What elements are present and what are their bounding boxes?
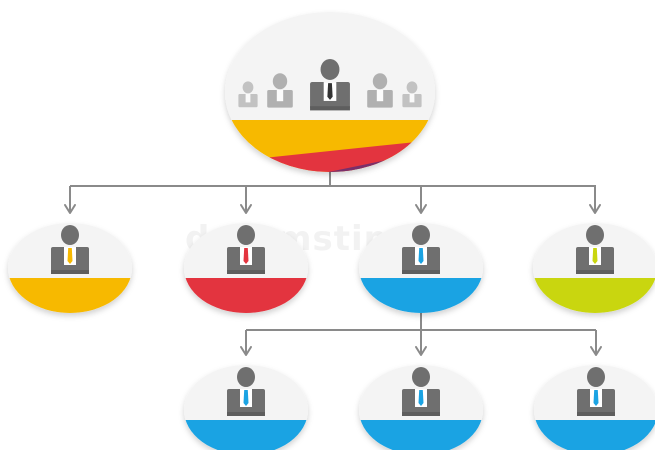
person-icon — [402, 225, 440, 274]
person-icon — [227, 367, 265, 416]
level2-node-1 — [184, 365, 308, 450]
node-color-band — [184, 278, 308, 313]
level2-arrow-icon-1 — [240, 346, 252, 356]
level1-arrow-icon-3 — [415, 204, 427, 214]
level1-node-2 — [184, 223, 308, 313]
level1-arrow-icon-1 — [64, 204, 76, 214]
person-icon — [310, 58, 350, 111]
level1-node-4 — [533, 223, 655, 313]
node-color-band — [533, 278, 655, 313]
level1-arrow-icon-2 — [240, 204, 252, 214]
connector-lines — [64, 168, 602, 356]
level1-node-3 — [359, 223, 483, 313]
level1-arrow-icon-4 — [589, 204, 601, 214]
node-color-band — [8, 278, 132, 313]
node-color-band — [534, 420, 655, 450]
level1-node-1 — [8, 223, 132, 313]
person-icon — [227, 225, 265, 274]
person-icon — [402, 367, 440, 416]
node-color-band — [184, 420, 308, 450]
level2-node-3 — [534, 365, 655, 450]
person-icon — [577, 367, 615, 416]
root-team-node — [225, 12, 435, 172]
person-icon — [576, 225, 614, 274]
level2-arrow-icon-2 — [415, 346, 427, 356]
level2-arrow-icon-3 — [590, 346, 602, 356]
person-icon — [51, 225, 89, 274]
node-color-band — [359, 420, 483, 450]
level2-node-2 — [359, 365, 483, 450]
team-icon — [238, 58, 422, 111]
